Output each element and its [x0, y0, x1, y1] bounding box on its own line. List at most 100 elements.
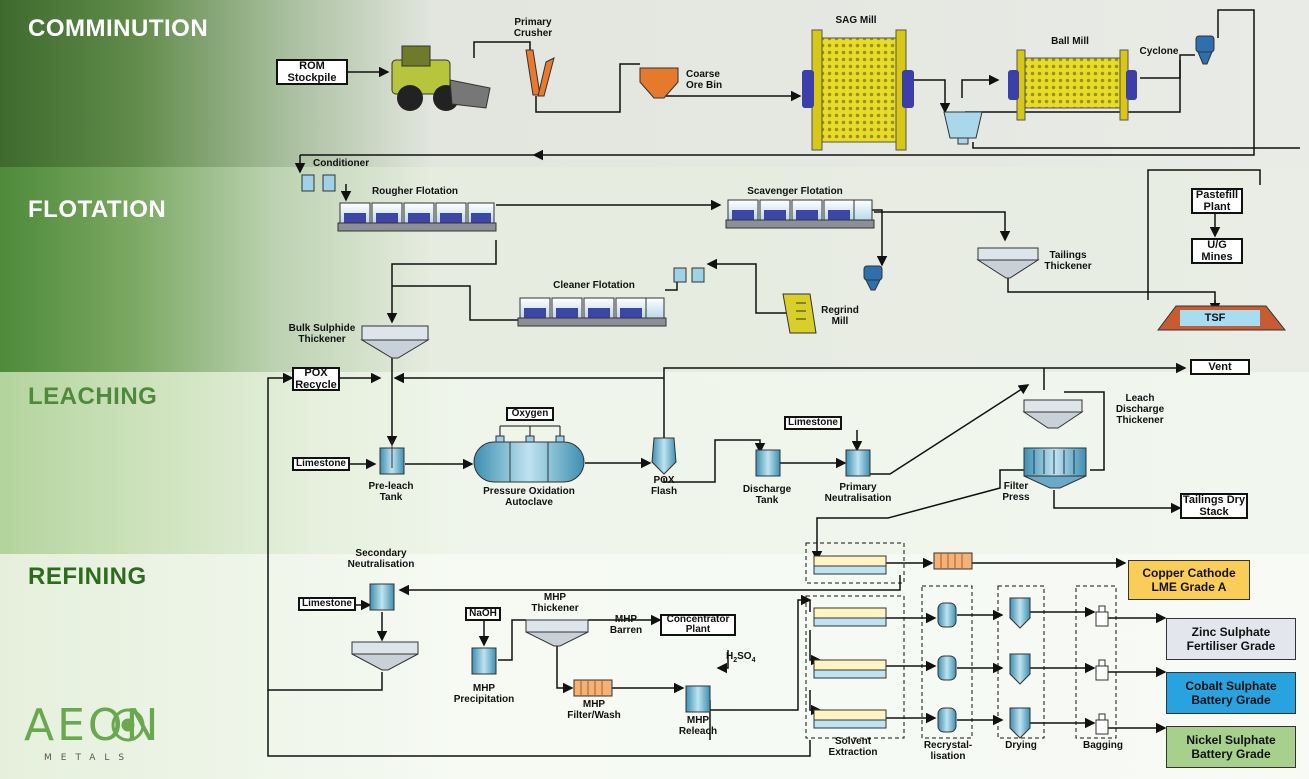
leach-discharge-thickener-icon — [1022, 399, 1084, 429]
cleaner-conditioner-tanks-icon — [673, 267, 705, 283]
h2so4-sub2: 2 — [733, 657, 738, 664]
h2so4-h: H — [726, 651, 734, 662]
product-copper-cathode: Copper Cathode LME Grade A — [1128, 560, 1250, 600]
logo-wordmark: AEON — [24, 700, 162, 751]
filter-press-icon — [1023, 447, 1087, 489]
label-primary-neutralisation: Primary Neutralisation — [824, 482, 892, 504]
discharge-tank-icon — [755, 449, 781, 477]
naoh-box: NaOH — [465, 607, 501, 621]
product-zinc-sulphate-line1: Zinc Sulphate — [1191, 625, 1271, 639]
rom-stockpile-box: ROM Stockpile — [276, 59, 348, 85]
pre-leach-tank-icon — [379, 440, 405, 475]
mill-sump-icon — [943, 111, 983, 145]
label-regrind-mill: Regrind Mill — [821, 305, 859, 327]
primary-neutralisation-tank-icon — [845, 449, 871, 477]
label-ball-mill: Ball Mill — [1051, 36, 1089, 47]
label-mhp-thickener: MHP Thickener — [531, 592, 579, 614]
product-nickel-sulphate-line2: Battery Grade — [1191, 747, 1271, 761]
label-h2so4: H2SO4 — [726, 651, 756, 666]
product-zinc-sulphate-line2: Fertiliser Grade — [1186, 639, 1276, 653]
label-drying: Drying — [1005, 740, 1037, 751]
tsf-label: TSF — [1180, 310, 1250, 326]
dryers-icon — [1009, 597, 1031, 739]
product-cobalt-sulphate: Cobalt Sulphate Battery Grade — [1166, 672, 1296, 714]
solvent-extraction-units-icon — [813, 555, 887, 729]
label-mhp-releach: MHP Releach — [678, 715, 718, 737]
rougher-flotation-cells-icon — [337, 202, 497, 232]
label-conditioner: Conditioner — [313, 158, 370, 169]
secondary-thickener-icon — [351, 641, 419, 671]
coarse-ore-bin-icon — [639, 67, 679, 99]
pox-recycle-box: POX Recycle — [292, 367, 340, 391]
cleaner-flotation-cells-icon — [517, 297, 667, 327]
recrystallisation-vessels-icon — [937, 602, 957, 733]
limestone-box-secondary: Limestone — [298, 597, 356, 611]
product-cobalt-sulphate-line2: Battery Grade — [1191, 693, 1271, 707]
label-mhp-filter-wash: MHP Filter/Wash — [567, 699, 621, 721]
label-pre-leach-tank: Pre-leach Tank — [368, 481, 414, 503]
product-copper-cathode-line1: Copper Cathode — [1142, 566, 1236, 580]
label-coarse-ore-bin: Coarse Ore Bin — [686, 69, 723, 91]
secondary-neutralisation-tank-icon — [369, 583, 395, 611]
regrind-mill-icon — [782, 293, 817, 334]
tailings-thickener-icon — [976, 247, 1040, 279]
product-zinc-sulphate: Zinc Sulphate Fertiliser Grade — [1166, 618, 1296, 660]
label-tailings-thickener: Tailings Thickener — [1044, 250, 1092, 272]
h2so4-sub4: 4 — [751, 657, 756, 664]
product-cobalt-sulphate-line1: Cobalt Sulphate — [1185, 679, 1277, 693]
refining-stage-boxes — [805, 542, 1117, 739]
pox-flash-icon — [651, 437, 677, 475]
vent-box: Vent — [1190, 359, 1250, 375]
h2so4-so: SO — [737, 651, 752, 662]
label-mhp-barren: MHP Barren — [609, 614, 643, 636]
ball-mill-icon — [1008, 49, 1137, 121]
mhp-precipitation-tank-icon — [471, 647, 497, 675]
label-mhp-precipitation: MHP Precipitation — [453, 683, 515, 705]
label-bagging: Bagging — [1083, 740, 1123, 751]
label-sag-mill: SAG Mill — [835, 15, 877, 26]
pastefill-plant-box: Pastefill Plant — [1191, 188, 1243, 214]
mhp-thickener-icon — [525, 619, 589, 647]
label-solvent-extraction: Solvent Extraction — [828, 736, 878, 758]
label-secondary-neutralisation: Secondary Neutralisation — [347, 548, 415, 570]
label-cleaner-flotation: Cleaner Flotation — [553, 280, 635, 291]
flotation-band — [0, 167, 1309, 372]
section-title-flotation: FLOTATION — [28, 196, 167, 223]
bagging-icon — [1095, 605, 1109, 735]
label-cyclone: Cyclone — [1139, 46, 1179, 57]
logo-subtitle: METALS — [44, 753, 134, 763]
label-leach-discharge-thickener: Leach Discharge Thickener — [1115, 393, 1165, 426]
scavenger-flotation-cells-icon — [725, 199, 875, 229]
mhp-releach-tank-icon — [685, 685, 711, 713]
label-filter-press: Filter Press — [1002, 481, 1030, 503]
aeon-logo-icon — [111, 708, 145, 742]
tailings-dry-stack-box: Tailings Dry Stack — [1180, 493, 1248, 519]
bulk-sulphide-thickener-icon — [360, 325, 430, 359]
label-bulk-sulphide-thickener: Bulk Sulphide Thickener — [288, 323, 356, 345]
regrind-cyclone-icon — [863, 265, 883, 291]
conditioner-tanks-icon — [301, 174, 336, 192]
mhp-filter-wash-icon — [573, 679, 613, 697]
copper-electrowinning-icon — [933, 552, 973, 570]
loader-icon — [391, 45, 491, 111]
cyclone-icon — [1195, 35, 1215, 65]
ug-mines-box: U/G Mines — [1191, 238, 1243, 264]
label-pox-flash: POX Flash — [650, 475, 678, 497]
label-discharge-tank: Discharge Tank — [742, 484, 792, 506]
product-copper-cathode-line2: LME Grade A — [1151, 580, 1227, 594]
section-title-refining: REFINING — [28, 563, 147, 590]
label-rougher-flotation: Rougher Flotation — [371, 186, 459, 197]
pressure-oxidation-autoclave-icon — [473, 425, 585, 483]
sag-mill-icon — [802, 29, 914, 151]
product-nickel-sulphate: Nickel Sulphate Battery Grade — [1166, 726, 1296, 768]
limestone-box-neutralisation: Limestone — [784, 416, 842, 430]
label-autoclave: Pressure Oxidation Autoclave — [483, 486, 575, 508]
section-title-leaching: LEACHING — [28, 383, 158, 410]
label-scavenger-flotation: Scavenger Flotation — [747, 186, 843, 197]
section-title-comminution: COMMINUTION — [28, 15, 209, 42]
limestone-box-preleach: Limestone — [292, 457, 350, 471]
product-nickel-sulphate-line1: Nickel Sulphate — [1186, 733, 1276, 747]
label-primary-crusher: Primary Crusher — [513, 17, 553, 39]
concentrator-plant-box: Concentrator Plant — [660, 614, 736, 636]
